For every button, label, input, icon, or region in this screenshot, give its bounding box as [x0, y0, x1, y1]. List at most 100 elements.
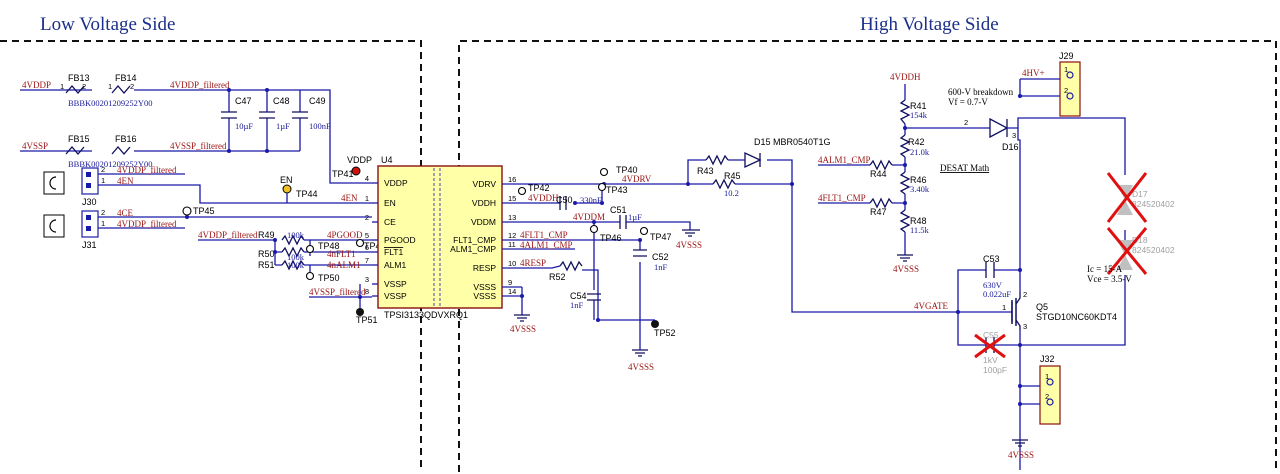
c55-ref: C55	[983, 330, 999, 340]
j32-connector: J32 12 4VSSS	[1008, 354, 1061, 460]
tp48-icon	[305, 244, 315, 254]
net-flt1-cmp: 4FLT1_CMP	[520, 230, 568, 240]
u4-pin-name: VDDP	[384, 178, 408, 188]
svg-text:1: 1	[101, 176, 105, 185]
u4-pin-name: VSSP	[384, 279, 407, 289]
svg-text:1: 1	[108, 82, 112, 91]
capacitor-icon	[587, 293, 601, 301]
u4-part: TPSI3133QDVXRQ1	[384, 310, 468, 320]
gnd-vsss-2: 4VSSS	[510, 324, 536, 334]
tp42-ref: TP42	[528, 183, 550, 193]
net-vddh-top: 4VDDH	[890, 72, 921, 82]
resistor-icon	[705, 154, 729, 166]
desat-note: DESAT Math	[940, 163, 990, 173]
ground-icon	[514, 314, 530, 322]
svg-text:3: 3	[1023, 322, 1027, 331]
breakdown-note: 600-V breakdown	[948, 87, 1014, 97]
c51-value: 1µF	[628, 212, 642, 222]
gnd-vsss-4: 4VSSS	[893, 264, 919, 274]
u4-pin-name: VDDH	[472, 198, 496, 208]
r47-ref: R47	[870, 207, 887, 217]
dnp-cross-icon	[974, 333, 1006, 359]
resistor-icon	[559, 260, 583, 272]
svg-text:9: 9	[508, 278, 512, 287]
tp47-icon	[639, 226, 649, 236]
u4-pin-number: 4	[365, 174, 369, 183]
tp4-icon	[355, 238, 365, 248]
u4-pin-number: 1	[365, 194, 369, 203]
svg-text:1: 1	[1002, 303, 1006, 312]
net-vddh: 4VDDH	[528, 193, 559, 203]
svg-text:2: 2	[964, 118, 968, 127]
fb14-ref: FB14	[115, 73, 137, 83]
ground-icon	[682, 229, 700, 237]
r44-ref: R44	[870, 169, 887, 179]
svg-text:1: 1	[1045, 372, 1049, 381]
tp41-net: VDDP	[347, 155, 372, 165]
vddp-filter: 4VDDP FB13 FB14 1 2 1 2 BBBK00201209252Y…	[20, 73, 372, 184]
r50-value: 100k	[287, 252, 305, 262]
capacitor-icon	[619, 215, 627, 229]
net-4vssp-filtered: 4VSSP_filtered	[170, 141, 227, 151]
net-vddm: 4VDDM	[573, 212, 605, 222]
gnd-vsss-3: 4VSSS	[628, 362, 654, 372]
capacitor-icon	[559, 196, 567, 210]
c47-ref: C47	[235, 96, 252, 106]
tp42-icon	[517, 186, 527, 196]
d15-ref: D15 MBR0540T1G	[754, 137, 831, 147]
q5-ref: Q5	[1036, 302, 1048, 312]
fb15-ref: FB15	[68, 134, 90, 144]
c52-value: 1nF	[654, 262, 668, 272]
low-voltage-header: Low Voltage Side	[40, 14, 175, 35]
d18-value: 824520402	[1132, 245, 1175, 255]
tp45-ref: TP45	[193, 206, 215, 216]
diode-icon	[744, 151, 762, 169]
ground-symbols: 4VSSS 4VSSS 4VSSS	[510, 229, 702, 372]
c55-value: 100pF	[983, 365, 1007, 375]
d18-ref: D18	[1132, 235, 1148, 245]
c53-ref: C53	[983, 254, 1000, 264]
ferrite-bead-icon	[65, 85, 131, 94]
tp44-icon	[282, 184, 292, 194]
j31-ref: J31	[82, 240, 97, 250]
svg-text:2: 2	[101, 208, 105, 217]
ground-icon	[1012, 439, 1028, 447]
fb13-ref: FB13	[68, 73, 90, 83]
net-4vssp: 4VSSP	[22, 141, 48, 151]
svg-text:10: 10	[508, 259, 516, 268]
vssp-filter: 4VSSP FB15 FB16 BBBK00201209252Y00 4VSSP…	[20, 134, 300, 169]
u4-pin-name: VDRV	[473, 179, 497, 189]
r41-value: 154k	[910, 110, 928, 120]
j29-body	[1059, 61, 1081, 117]
u4-pin-name: VSSP	[384, 291, 407, 301]
tp40-icon	[599, 167, 609, 177]
u4-pin-name: CE	[384, 217, 396, 227]
tp52-icon	[651, 320, 659, 328]
ground-icon	[897, 254, 913, 262]
tp43-icon	[597, 182, 607, 192]
low-voltage-boundary	[0, 40, 422, 472]
net-alm1-cmp: 4ALM1_CMP	[520, 240, 573, 250]
net-j30-vddp: 4VDDP_filtered	[117, 165, 177, 175]
capacitor-icon	[221, 111, 308, 119]
tp48-ref: TP48	[318, 241, 340, 251]
c52-ref: C52	[652, 252, 669, 262]
u4-pin-name: FLT1_CMP	[453, 235, 496, 245]
tp41-icon	[351, 166, 361, 176]
tp46-ref: TP46	[600, 233, 622, 243]
gnd-vsss-5: 4VSSS	[1008, 450, 1034, 460]
gate-drive: R43 D15 MBR0540T1G R45 10.2 4VGATE	[686, 137, 948, 311]
tp47-ref: TP47	[650, 232, 672, 242]
net-4vddp: 4VDDP	[22, 80, 51, 90]
tp41-ref: TP41	[332, 169, 354, 179]
svg-text:13: 13	[508, 213, 516, 222]
r45-ref: R45	[724, 171, 741, 181]
high-voltage-boundary	[458, 40, 1277, 472]
net-en: 4EN	[341, 193, 358, 203]
fb-part-1: BBBK00201209252Y00	[68, 98, 153, 108]
net-j30-en: 4EN	[117, 176, 134, 186]
svg-text:16: 16	[508, 175, 516, 184]
q5-igbt: C53 630V 0.022uF 1 2 3 Q5 STGD10NC60KDT4…	[956, 254, 1117, 470]
